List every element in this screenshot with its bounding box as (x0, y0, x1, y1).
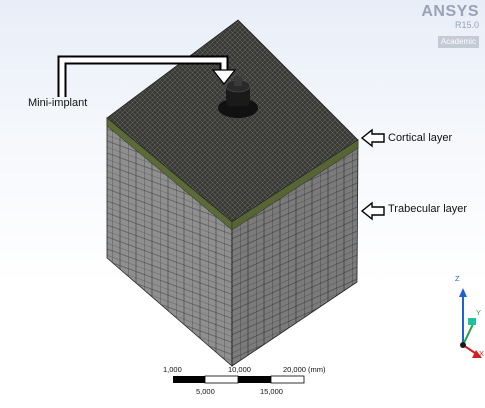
mini-implant-model (218, 76, 258, 118)
trabecular-arrow (360, 201, 385, 221)
axis-label-y: Y (476, 308, 482, 317)
scale-tick-1000: 1,000 (163, 365, 182, 374)
logo-version: R15.0 (454, 20, 479, 30)
logo-edition: Academic (437, 36, 479, 48)
scale-bar (173, 375, 305, 384)
cortical-band-right (231, 139, 359, 231)
scale-tick-5000: 5,000 (196, 387, 215, 396)
coordinate-triad (459, 288, 482, 358)
scale-tick-10000: 10,000 (228, 365, 251, 374)
axis-label-z: Z (455, 274, 460, 283)
label-mini-implant: Mini-implant (28, 97, 88, 109)
label-cortical-layer: Cortical layer (388, 132, 453, 144)
ansys-logo: ANSYS R15.0 Academic (421, 4, 479, 49)
implant-arrowhead (211, 69, 237, 85)
logo-brand: ANSYS (421, 3, 479, 20)
scale-tick-15000: 15,000 (260, 387, 283, 396)
scale-tick-20000: 20,000 (mm) (283, 365, 326, 374)
axis-label-x: X (479, 349, 485, 358)
cortical-arrow (360, 128, 385, 148)
label-trabecular-layer: Trabecular layer (388, 203, 468, 215)
